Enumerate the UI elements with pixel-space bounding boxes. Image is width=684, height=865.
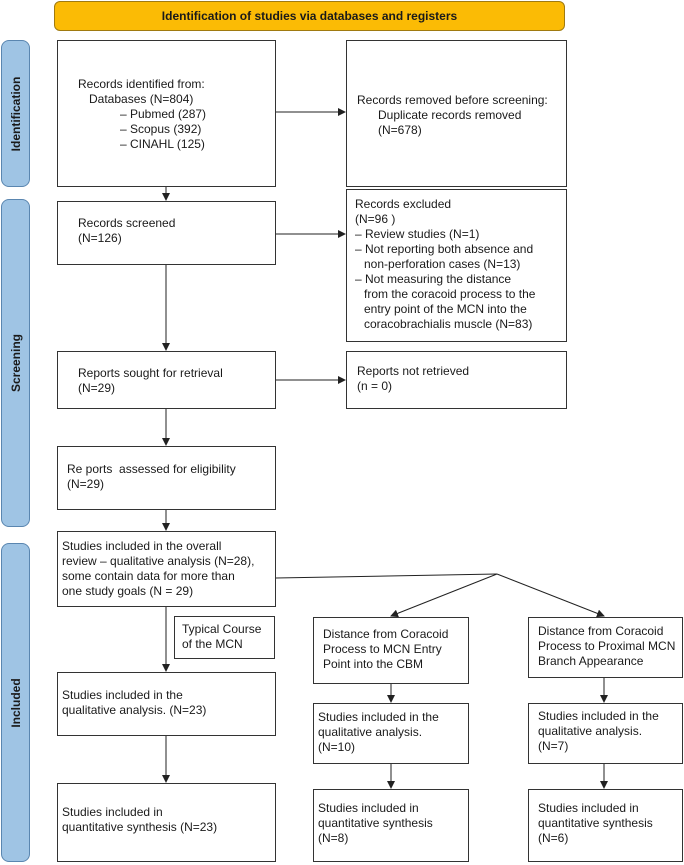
box-line: coracobrachialis muscle (N=83) bbox=[364, 317, 533, 331]
box-line: Records excluded bbox=[355, 197, 452, 211]
quantitative-synthesis-box-entry: Studies included in quantitative synthes… bbox=[313, 789, 469, 862]
box-line: – CINAHL (125) bbox=[120, 137, 205, 151]
box-line: Databases (N=804) bbox=[89, 92, 194, 106]
box-line: Process to MCN Entry bbox=[323, 642, 442, 656]
box-line: (N=10) bbox=[318, 740, 356, 754]
box-line: (N=678) bbox=[378, 123, 422, 137]
box-line: Duplicate records removed bbox=[378, 108, 522, 122]
box-line: quantitative synthesis (N=23) bbox=[62, 820, 218, 834]
box-line: Typical Course bbox=[182, 622, 262, 636]
box-line: non-perforation cases (N=13) bbox=[364, 257, 521, 271]
stage-included: Included bbox=[1, 543, 30, 862]
studies-included-overall-box: Studies included in the overall review –… bbox=[57, 531, 276, 607]
box-line: Distance from Coracoid bbox=[323, 627, 449, 641]
diagram-title-banner: Identification of studies via databases … bbox=[54, 1, 565, 31]
box-line: Studies included in the overall bbox=[62, 539, 222, 553]
stage-identification: Identification bbox=[1, 40, 30, 187]
box-line: one study goals (N = 29) bbox=[62, 584, 194, 598]
box-line: – Not measuring the distance bbox=[355, 272, 512, 286]
stage-screening: Screening bbox=[1, 199, 30, 527]
box-line: Distance from Coracoid bbox=[538, 624, 664, 638]
box-line: Studies included in the bbox=[62, 688, 183, 702]
box-line: – Not reporting both absence and bbox=[355, 242, 534, 256]
arrow-split-to-proximal-branch bbox=[496, 573, 605, 618]
box-line: (N=8) bbox=[318, 831, 349, 845]
box-line: from the coracoid process to the bbox=[364, 287, 536, 301]
qualitative-analysis-box-entry: Studies included in the qualitative anal… bbox=[313, 703, 469, 764]
typical-course-box: Typical Course of the MCN bbox=[174, 616, 275, 659]
box-line: qualitative analysis. (N=23) bbox=[62, 703, 207, 717]
reports-assessed-box: Re ports assessed for eligibility (N=29) bbox=[57, 446, 276, 510]
proximal-branch-distance-box: Distance from Coracoid Process to Proxim… bbox=[528, 617, 683, 678]
box-line: (N=7) bbox=[538, 739, 569, 753]
box-line: (n = 0) bbox=[357, 379, 393, 393]
reports-sought-box: Reports sought for retrieval (N=29) bbox=[57, 351, 276, 409]
box-line: (N=126) bbox=[78, 231, 122, 245]
box-line: Process to Proximal MCN bbox=[538, 639, 676, 653]
quantitative-synthesis-box-typical: Studies included in quantitative synthes… bbox=[57, 783, 276, 862]
box-line: of the MCN bbox=[182, 637, 243, 651]
box-line: – Review studies (N=1) bbox=[355, 227, 480, 241]
box-line: Records removed before screening: bbox=[357, 93, 548, 107]
box-line: Reports sought for retrieval bbox=[78, 366, 223, 380]
entry-point-distance-box: Distance from Coracoid Process to MCN En… bbox=[313, 617, 469, 684]
box-line: Records identified from: bbox=[78, 77, 205, 91]
box-line: Studies included in the bbox=[318, 710, 439, 724]
box-line: (N=96 ) bbox=[355, 212, 396, 226]
arrow-split-to-entry-point bbox=[390, 573, 498, 618]
records-identified-box: Records identified from: Databases (N=80… bbox=[57, 40, 276, 187]
box-line: Studies included in bbox=[318, 801, 419, 815]
records-removed-box: Records removed before screening: Duplic… bbox=[346, 40, 567, 187]
reports-not-retrieved-box: Reports not retrieved (n = 0) bbox=[346, 351, 567, 409]
box-line: (N=6) bbox=[538, 831, 569, 845]
box-line: Studies included in bbox=[538, 801, 639, 815]
box-line: qualitative analysis. bbox=[538, 724, 643, 738]
connector-included-to-split bbox=[275, 573, 498, 579]
box-line: quantitative synthesis bbox=[538, 816, 653, 830]
box-line: Re ports assessed for eligibility bbox=[67, 462, 236, 476]
box-line: qualitative analysis. bbox=[318, 725, 423, 739]
box-line: Records screened bbox=[78, 216, 176, 230]
box-line: (N=29) bbox=[78, 381, 116, 395]
qualitative-analysis-box-branch: Studies included in the qualitative anal… bbox=[528, 703, 683, 764]
box-line: some contain data for more than bbox=[62, 569, 235, 583]
box-line: – Pubmed (287) bbox=[120, 107, 207, 121]
box-line: (N=29) bbox=[67, 477, 105, 491]
box-line: review – qualitative analysis (N=28), bbox=[62, 554, 255, 568]
box-line: Studies included in bbox=[62, 805, 163, 819]
box-line: entry point of the MCN into the bbox=[364, 302, 527, 316]
qualitative-analysis-box-typical: Studies included in the qualitative anal… bbox=[57, 672, 276, 736]
box-line: Branch Appearance bbox=[538, 654, 644, 668]
box-line: Reports not retrieved bbox=[357, 364, 470, 378]
records-screened-box: Records screened (N=126) bbox=[57, 201, 276, 265]
box-line: Point into the CBM bbox=[323, 657, 424, 671]
box-line: – Scopus (392) bbox=[120, 122, 202, 136]
box-line: Studies included in the bbox=[538, 709, 659, 723]
box-line: quantitative synthesis bbox=[318, 816, 433, 830]
records-excluded-box: Records excluded (N=96 ) – Review studie… bbox=[346, 189, 567, 342]
quantitative-synthesis-box-branch: Studies included in quantitative synthes… bbox=[528, 789, 683, 862]
